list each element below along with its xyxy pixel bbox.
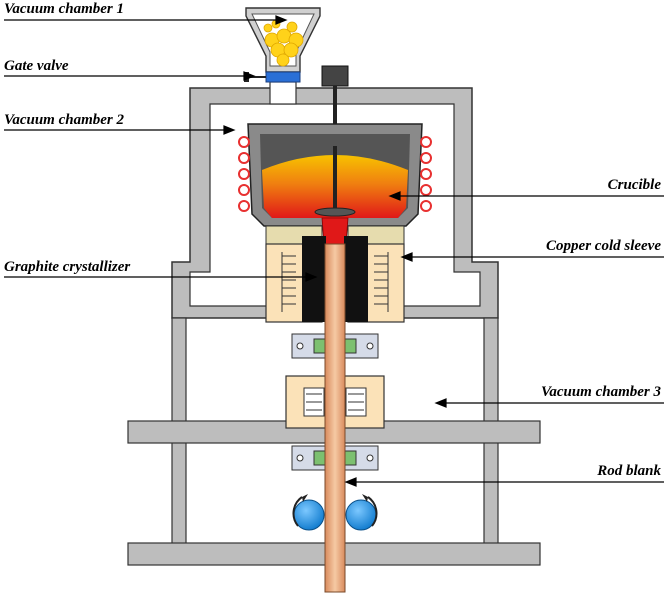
- label-graphite-crystallizer: Graphite crystallizer: [4, 259, 131, 275]
- label-vacuum-chamber-3: Vacuum chamber 3: [540, 384, 661, 400]
- label-crucible: Crucible: [607, 177, 661, 193]
- label-copper-cold-sleeve: Copper cold sleeve: [546, 238, 661, 254]
- feed-pipe: [269, 81, 297, 105]
- label-rod-blank: Rod blank: [597, 463, 661, 479]
- feed-material: [263, 19, 304, 67]
- vacuum-chamber-1-hopper: [245, 7, 321, 105]
- induction-coil: [238, 136, 432, 212]
- label-gate-valve: Gate valve: [4, 58, 69, 74]
- crucible: [247, 123, 423, 245]
- leader-lines: [4, 15, 664, 487]
- rod-blank: [324, 243, 346, 593]
- label-vacuum-chamber-1: Vacuum chamber 1: [4, 1, 125, 17]
- label-vacuum-chamber-2: Vacuum chamber 2: [4, 112, 125, 128]
- pinch-rollers: [292, 494, 378, 531]
